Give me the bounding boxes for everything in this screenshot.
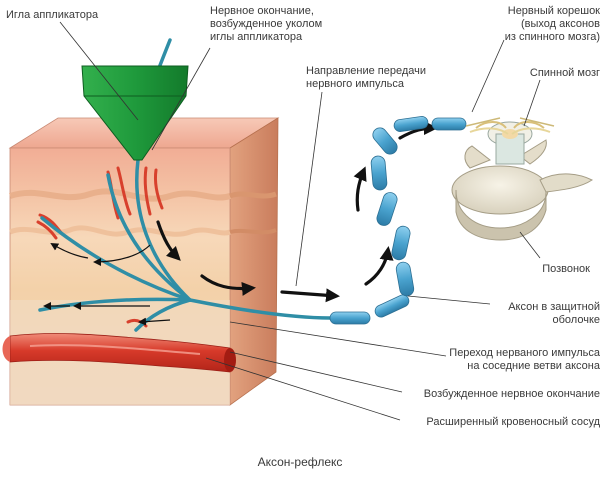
label-spinal-cord: Спинной мозг [530,67,600,79]
label-impulse-direction-1: Направление передачи [306,65,426,77]
label-nerve-root-1: Нервный корешок [508,5,600,17]
label-excited-ending: Возбужденное нервное окончание [424,388,600,400]
label-dilated-vessel: Расширенный кровеносный сосуд [426,416,600,428]
label-impulse-transfer-1: Переход нерваного импульса [449,347,601,359]
label-nerve-root-2: (выход аксонов [521,18,600,30]
diagram-caption: Аксон-рефлекс [258,455,343,469]
label-vertebra: Позвонок [542,263,590,275]
label-nerve-root-3: из спинного мозга) [505,31,600,43]
label-nerve-ending-1: Нервное окончание, [210,5,314,17]
axon-sheath [330,116,466,324]
label-axon-sheath-2: оболочке [553,314,601,326]
label-nerve-ending-2: возбужденное уколом [210,18,322,30]
label-applicator-needle: Игла аппликатора [6,9,99,21]
label-impulse-direction-2: нервного импульса [306,78,405,90]
skin-side-face [230,118,278,405]
label-impulse-transfer-2: на соседние ветви аксона [467,360,601,372]
label-nerve-ending-3: иглы аппликатора [210,31,303,43]
label-axon-sheath-1: Аксон в защитной [508,301,600,313]
